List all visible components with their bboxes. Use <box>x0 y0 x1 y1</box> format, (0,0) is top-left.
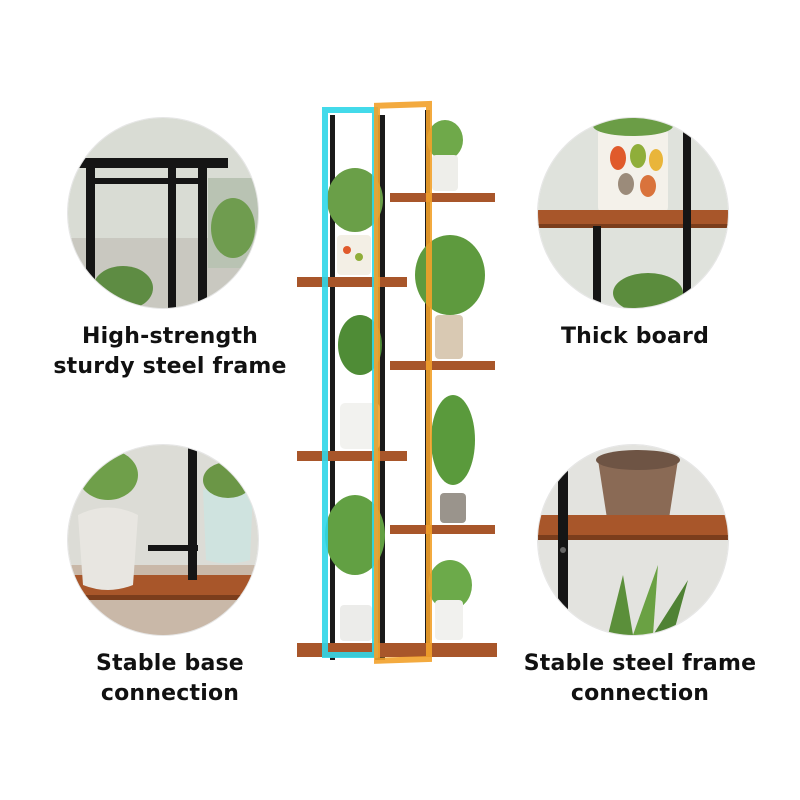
caption-line: High-strength <box>81 324 259 349</box>
frame-highlight-orange <box>374 100 432 664</box>
detail-image-steel-frame <box>68 118 258 308</box>
caption-line: connection <box>570 681 710 706</box>
plant-shelf-illustration <box>297 100 497 664</box>
steel-connection-illustration <box>538 445 728 635</box>
caption-line: connection <box>100 681 240 706</box>
detail-image-base-connection <box>68 445 258 635</box>
caption-line: Stable base <box>96 651 244 676</box>
feature-caption-steel-connection: Stable steel frame connection <box>510 649 770 709</box>
detail-image-thick-board <box>538 118 728 308</box>
feature-caption-steel-frame: High-strength sturdy steel frame <box>40 322 300 382</box>
caption-line: Stable steel frame <box>523 651 757 676</box>
steel-frame-illustration <box>68 118 258 308</box>
thick-board-illustration <box>538 118 728 308</box>
caption-line: sturdy steel frame <box>53 354 287 379</box>
base-connection-illustration <box>68 445 258 635</box>
feature-caption-base-connection: Stable base connection <box>40 649 300 709</box>
detail-image-steel-frame-connection <box>538 445 728 635</box>
feature-caption-thick-board: Thick board <box>520 322 750 352</box>
shelf-right-group <box>390 193 495 534</box>
plant-shelf-product-image <box>285 95 510 680</box>
caption-line: Thick board <box>560 324 710 349</box>
